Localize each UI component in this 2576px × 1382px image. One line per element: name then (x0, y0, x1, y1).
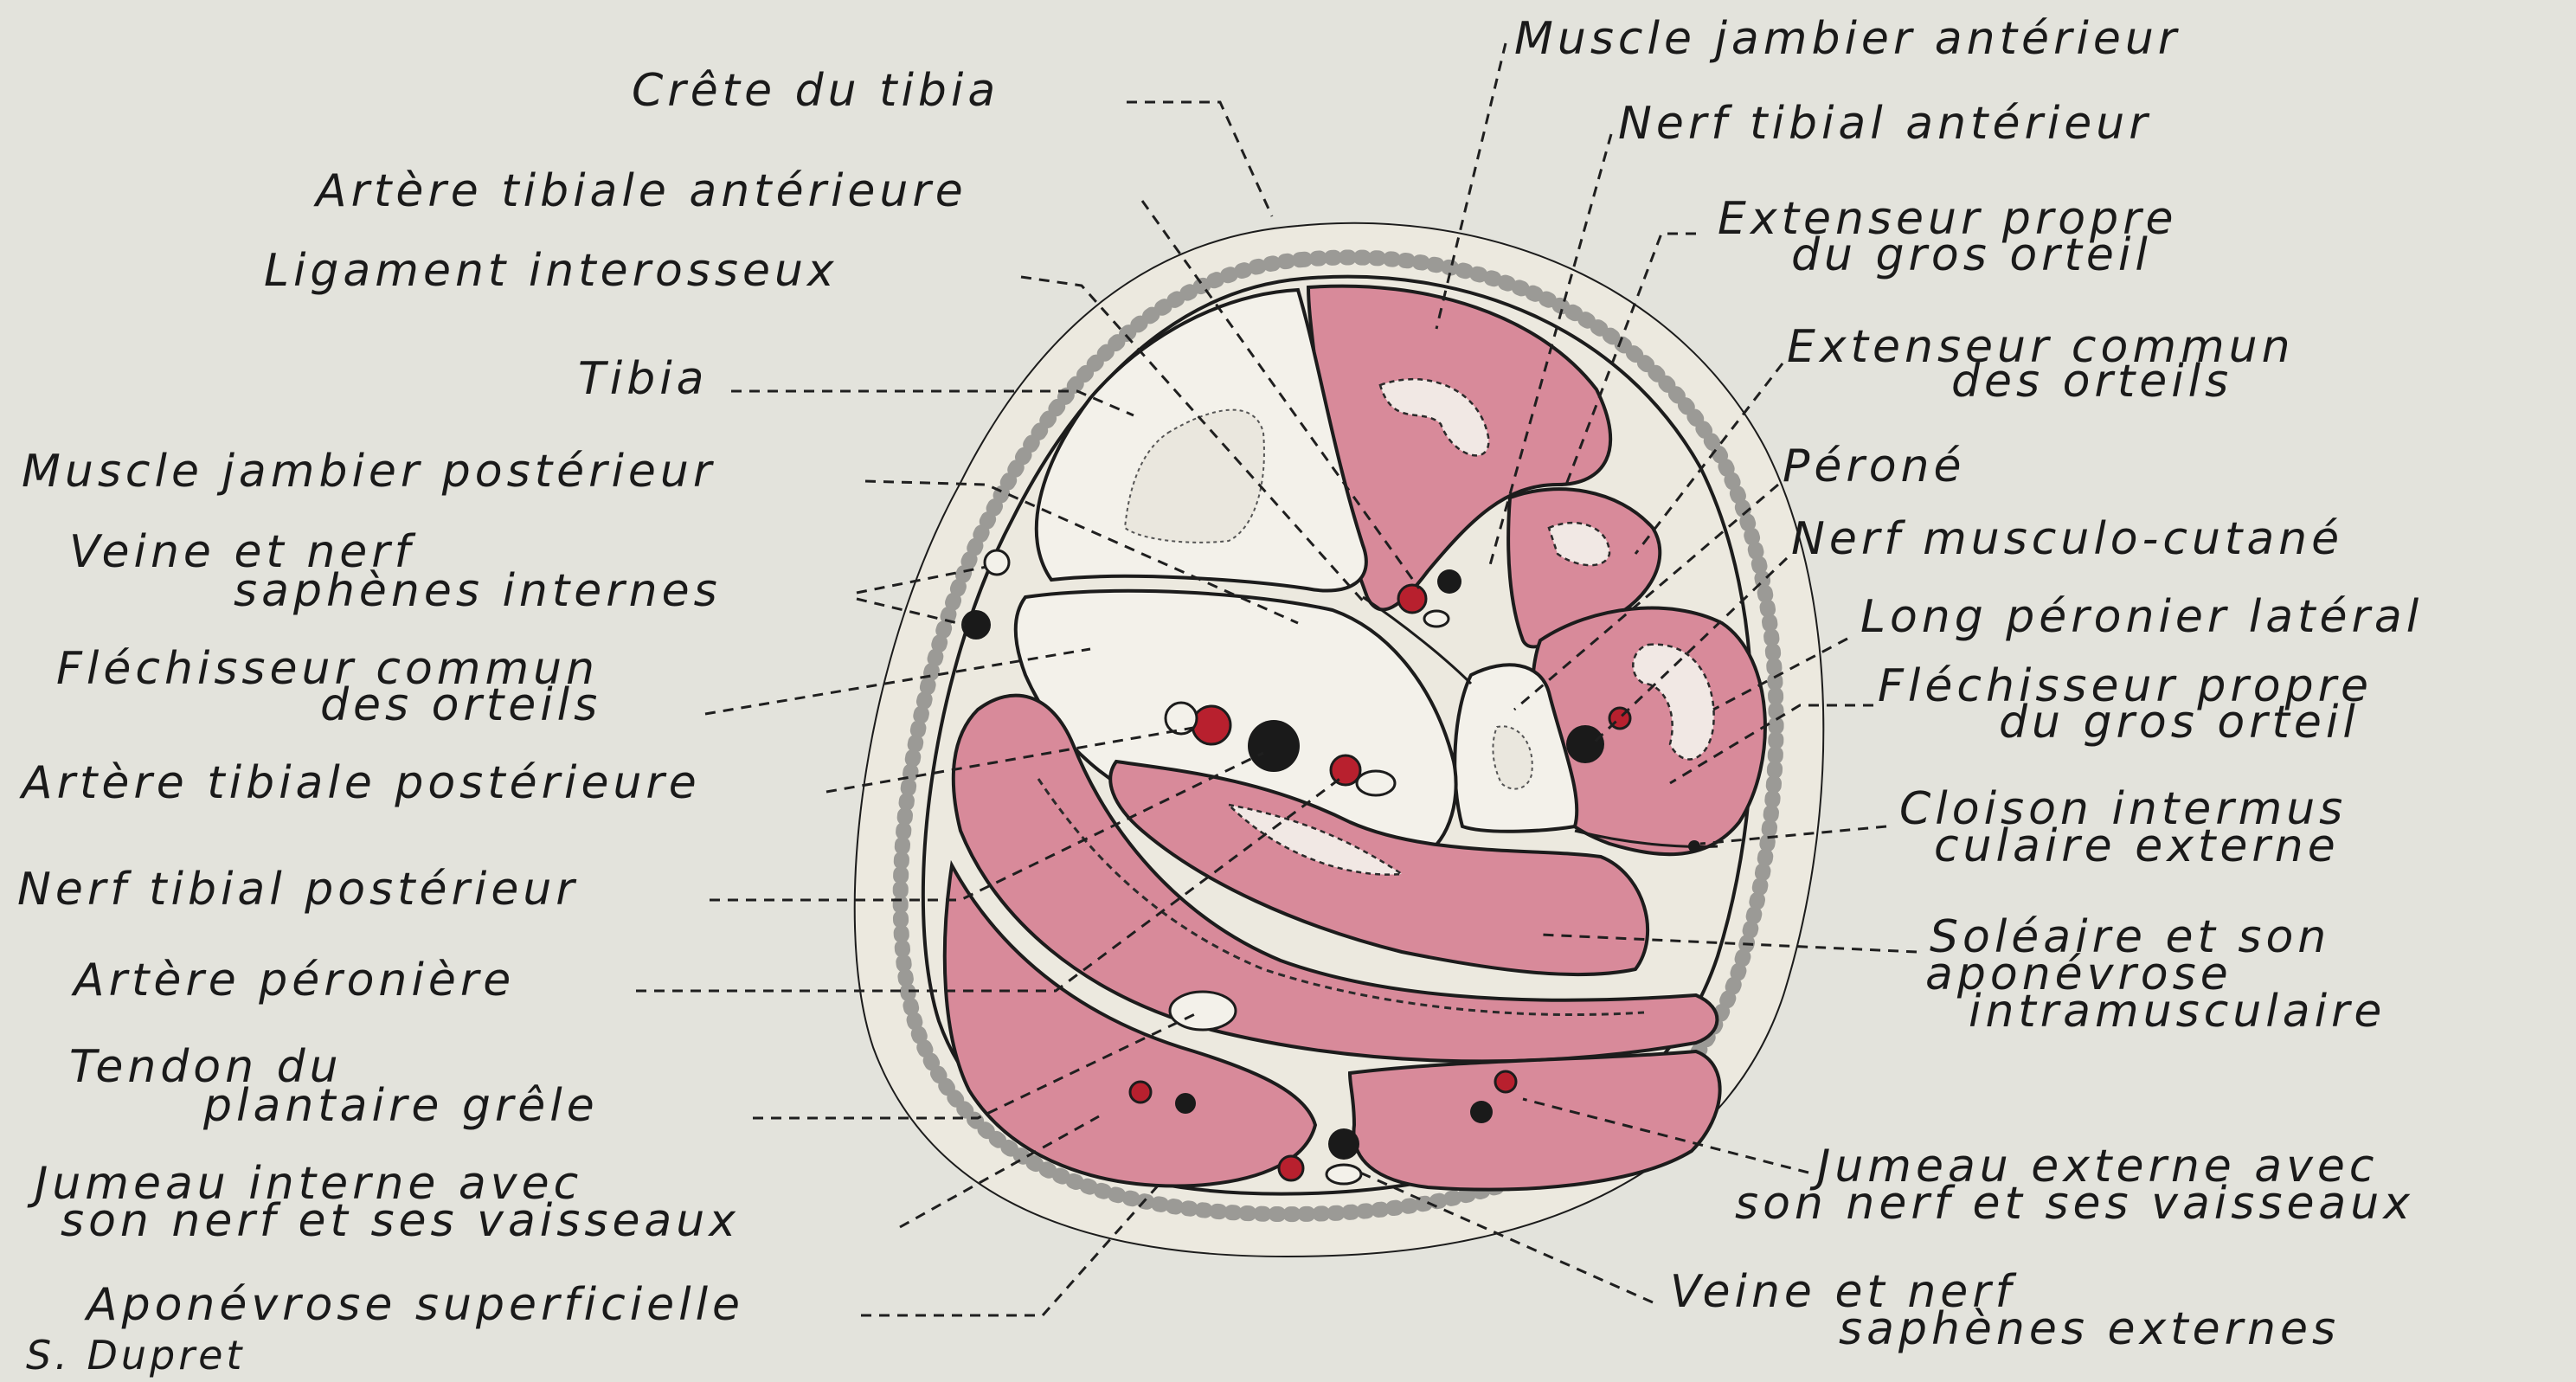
label-aponevrose-superficielle: Aponévrose superficielle (84, 1279, 744, 1331)
anterior-tibial-nerve (1437, 569, 1461, 594)
musculocutaneous-nerve (1566, 725, 1604, 763)
label-muscle-jambier-anterieur: Muscle jambier antérieur (1514, 13, 2181, 65)
peroneal-vein (1357, 771, 1395, 795)
plantaris-tendon (1170, 992, 1236, 1030)
label-jumeau-interne-2: son nerf et ses vaisseaux (61, 1195, 740, 1247)
label-veine-nerf-saphenes-int-2: saphènes internes (234, 565, 722, 617)
cross-section-illustration (856, 224, 1823, 1256)
label-nerf-musculo-cutane: Nerf musculo-cutané (1791, 513, 2343, 565)
small-saphenous-vein (1279, 1156, 1303, 1180)
muscle-gastrocnemius-lateral (1350, 1051, 1720, 1190)
label-tendon-plantaire-2: plantaire grêle (202, 1080, 599, 1132)
medial-gastrocnemius-nerve (1175, 1093, 1196, 1114)
anterior-tibial-vein (1424, 611, 1449, 627)
lateral-gastrocnemius-nerve (1470, 1101, 1493, 1123)
label-muscle-jambier-posterieur: Muscle jambier postérieur (22, 446, 716, 498)
label-long-peronier-lateral: Long péronier latéral (1860, 591, 2423, 643)
label-artere-tibiale-posterieure: Artère tibiale postérieure (19, 757, 701, 809)
label-crete-tibia: Crête du tibia (632, 65, 999, 117)
label-extenseur-propre-2: du gros orteil (1791, 229, 2152, 281)
lateral-gastrocnemius-artery (1495, 1071, 1516, 1092)
great-saphenous-vein (985, 550, 1009, 575)
peroneal-artery (1331, 755, 1360, 785)
anterior-tibial-artery (1398, 585, 1426, 613)
label-nerf-tibial-anterieur: Nerf tibial antérieur (1618, 98, 2152, 150)
label-veine-nerf-saphenes-ext-2: saphènes externes (1839, 1303, 2340, 1355)
leader-crete-tibia (1127, 102, 1272, 216)
label-flechisseur-commun-2: des orteils (320, 679, 601, 731)
posterior-tibial-nerve (1248, 720, 1300, 772)
label-jumeau-externe-2: son nerf et ses vaisseaux (1735, 1178, 2414, 1230)
small-saphenous-ring (1327, 1165, 1361, 1184)
label-nerf-tibial-posterieur: Nerf tibial postérieur (17, 864, 579, 916)
label-flechisseur-propre-2: du gros orteil (1999, 697, 2360, 749)
small-saphenous-nerve (1328, 1128, 1359, 1160)
label-ligament-interosseux: Ligament interosseux (264, 245, 838, 297)
great-saphenous-nerve (961, 610, 991, 640)
label-perone: Péroné (1783, 440, 1966, 492)
medial-gastrocnemius-artery (1130, 1082, 1151, 1102)
label-tibia: Tibia (578, 353, 709, 405)
artist-signature: S. Dupret (26, 1332, 245, 1379)
label-artere-tibiale-anterieure: Artère tibiale antérieure (313, 165, 967, 217)
posterior-tibial-artery (1192, 706, 1230, 744)
label-artere-peroniere: Artère péronière (71, 955, 515, 1006)
label-extenseur-commun-2: des orteils (1951, 356, 2232, 408)
label-soleaire-3: intramusculaire (1969, 986, 2386, 1038)
label-cloison-2: culaire externe (1934, 820, 2340, 872)
septum-dot (1688, 840, 1700, 852)
